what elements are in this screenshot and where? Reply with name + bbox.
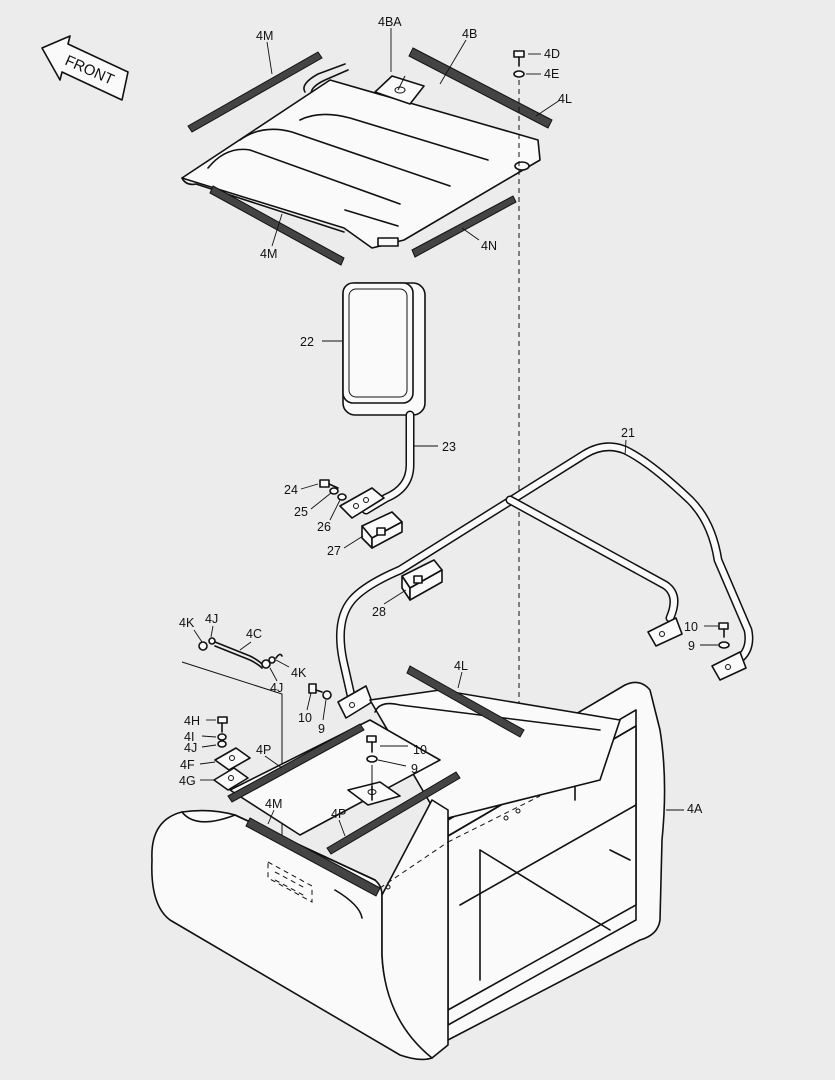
label-10-a: 10	[298, 711, 312, 725]
label-4I: 4I	[184, 730, 194, 744]
strip-4M-mid	[209, 185, 345, 266]
label-4L-bottom: 4L	[454, 659, 468, 673]
strip-4M-top	[187, 51, 323, 133]
label-4BA: 4BA	[378, 15, 402, 29]
strip-4N	[411, 195, 517, 258]
washer-25	[329, 487, 339, 495]
latch-rod-4C	[198, 637, 283, 669]
label-4J-c: 4J	[184, 741, 197, 755]
label-9-right: 9	[688, 639, 695, 653]
bolt-4H	[217, 716, 228, 733]
plate-4G	[213, 767, 249, 791]
bolt-10-left	[308, 683, 323, 694]
bolt-4D	[513, 50, 525, 67]
armrest-pad	[342, 282, 426, 416]
bolt-10-center	[366, 735, 377, 753]
label-4N: 4N	[481, 239, 497, 253]
seat-pan	[181, 63, 541, 249]
label-24: 24	[284, 483, 298, 497]
label-4P-b: 4P	[331, 807, 346, 821]
strip-4P-right	[326, 771, 461, 855]
label-9-a: 9	[318, 722, 325, 736]
washer-9-center	[366, 755, 378, 763]
label-4L-top: 4L	[558, 92, 572, 106]
label-21: 21	[621, 426, 635, 440]
label-22: 22	[300, 335, 314, 349]
front-arrow-icon: FRONT	[41, 35, 129, 101]
label-4E: 4E	[544, 67, 559, 81]
label-4P-a: 4P	[256, 743, 271, 757]
washer-4I	[217, 733, 227, 741]
label-4H: 4H	[184, 714, 200, 728]
label-28: 28	[372, 605, 386, 619]
label-4M-top: 4M	[256, 29, 273, 43]
bracket-28	[401, 559, 443, 601]
label-4M-mid: 4M	[260, 247, 277, 261]
label-4C: 4C	[246, 627, 262, 641]
label-25: 25	[294, 505, 308, 519]
label-4F: 4F	[180, 758, 195, 772]
label-4J-a: 4J	[205, 612, 218, 626]
label-10-right: 10	[684, 620, 698, 634]
plate-4F	[214, 747, 251, 771]
bolt-24	[319, 479, 339, 489]
washer-9-left	[322, 690, 332, 700]
strip-4L-top	[408, 47, 553, 129]
washer-9-right	[718, 641, 730, 649]
strip-4P-left	[227, 723, 365, 803]
label-4G: 4G	[179, 774, 196, 788]
label-4K-b: 4K	[291, 666, 307, 680]
label-4J-b: 4J	[270, 681, 283, 695]
label-27: 27	[327, 544, 341, 558]
armrest-arm	[339, 410, 415, 519]
bracket-27	[361, 511, 403, 549]
label-9-b: 9	[411, 762, 418, 776]
label-26: 26	[317, 520, 331, 534]
bolt-10-right	[718, 622, 729, 638]
seat-base	[151, 681, 666, 1061]
label-4D: 4D	[544, 47, 560, 61]
washer-4E	[513, 70, 525, 78]
part-labels: 4M 4BA 4B 4D 4E 4L 4M 4N 22 23 21 24 25 …	[179, 15, 703, 821]
strip-4L-bottom	[406, 665, 525, 738]
label-4M-bottom: 4M	[265, 797, 282, 811]
label-4B: 4B	[462, 27, 477, 41]
leader-lines	[193, 28, 718, 837]
label-4K-a: 4K	[179, 616, 195, 630]
label-23: 23	[442, 440, 456, 454]
washer-4J	[217, 740, 227, 748]
strip-4M-bottom	[245, 817, 381, 897]
washer-26	[337, 493, 347, 501]
label-10-b: 10	[413, 743, 427, 757]
label-4A: 4A	[687, 802, 703, 816]
